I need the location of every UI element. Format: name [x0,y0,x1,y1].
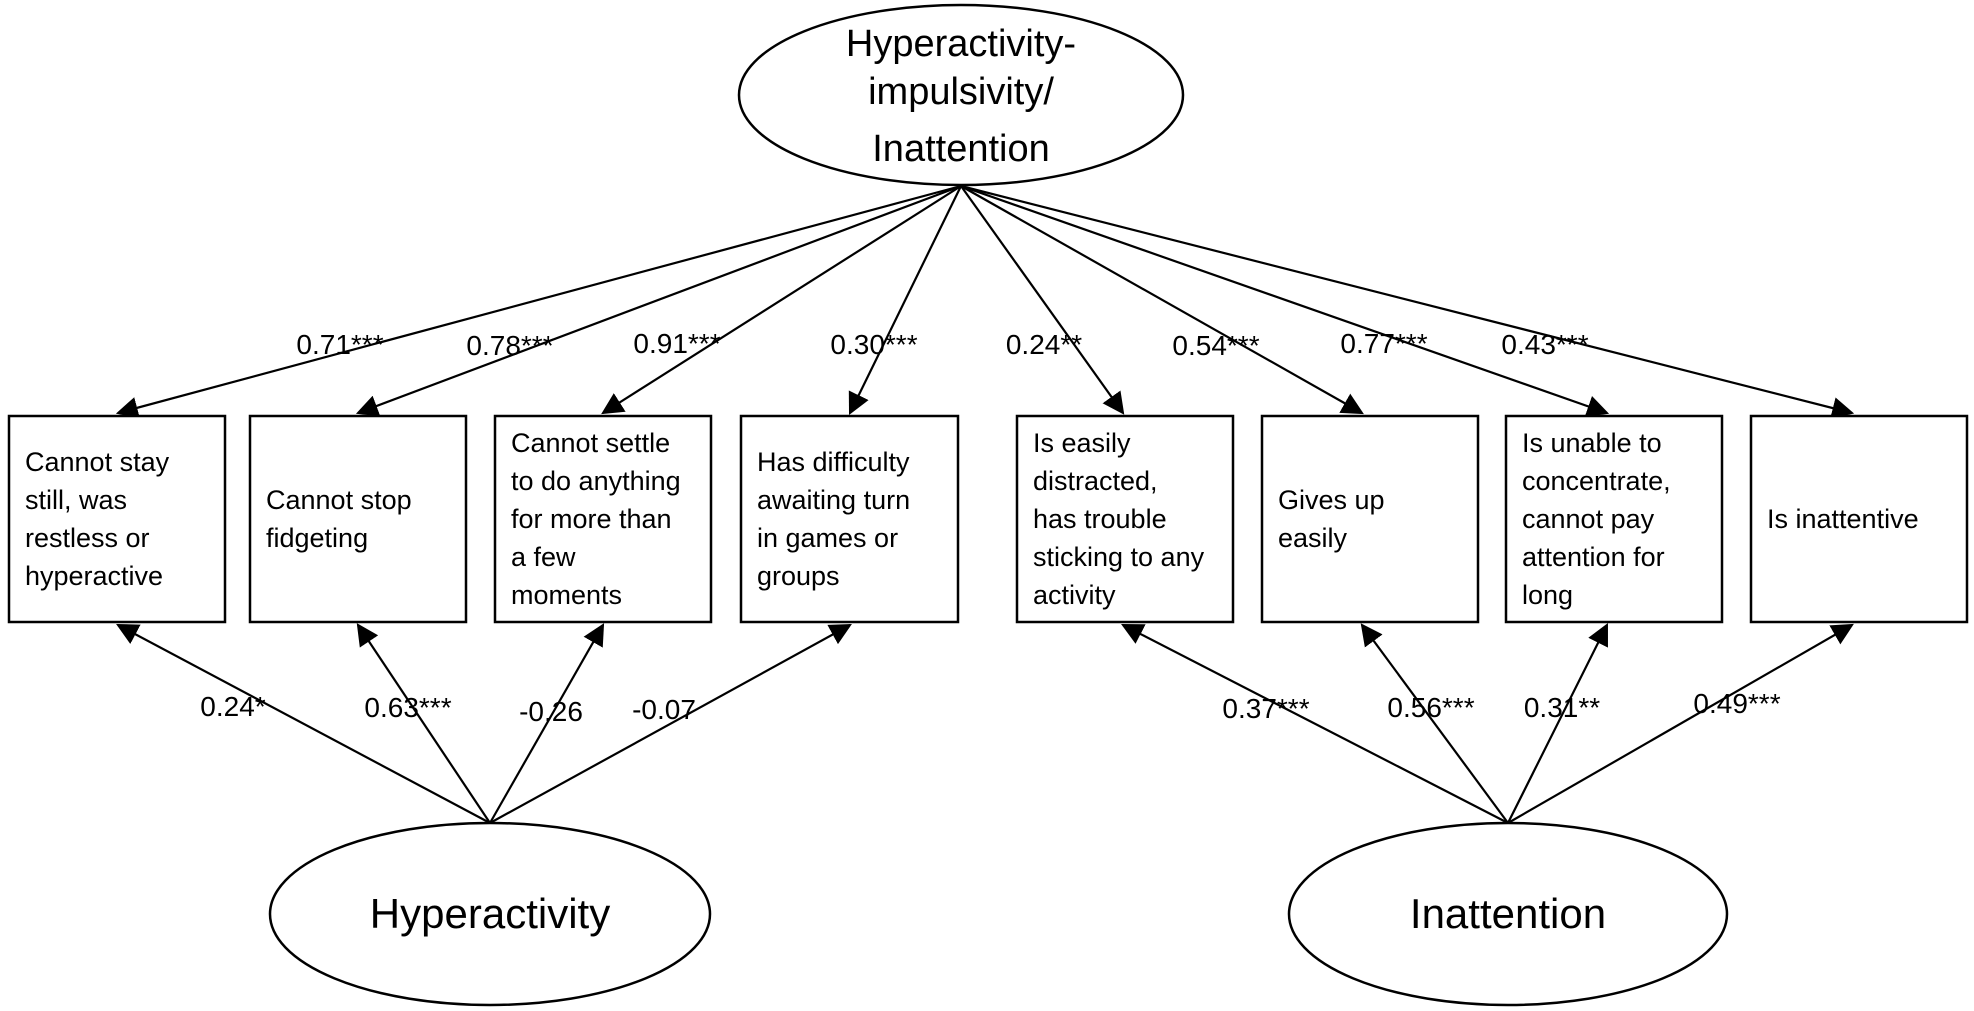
general-loading-label-3: 0.91*** [633,328,720,359]
inattention-loading-label-2: 0.56*** [1387,692,1474,723]
hyperactivity-loading-arrow-1 [116,623,491,824]
item-distracted-text-line: sticking to any [1033,542,1205,572]
item-awaiting-turn-text-line: groups [757,561,840,591]
hyperactivity-loading-arrow-3 [489,623,605,824]
inattention-loading-arrow-1 [1121,623,1509,824]
inattention-factor-ellipse [1287,821,1729,1007]
item-settle-text-line: a few [511,542,576,572]
arrow-layer [115,184,1855,824]
item-gives-up-box [1260,414,1480,624]
item-settle-text-line: for more than [511,504,672,534]
inattention-factor-label: Inattention [1410,890,1606,937]
inattention-loading-label-1: 0.37*** [1222,693,1309,724]
hyperactivity-loading-arrow-4 [489,623,852,824]
general-loading-arrow-4 [848,185,962,415]
hyperactivity-factor-label: Hyperactivity [370,890,610,937]
item-concentrate-text-line: concentrate, [1522,466,1671,496]
item-gives-up-text-line: Gives up [1278,485,1385,515]
general-factor-ellipse [737,3,1185,187]
general-loading-label-8: 0.43*** [1501,329,1588,360]
item-restless-text-line: Cannot stay [25,447,170,477]
item-inattentive-text-line: Is inattentive [1767,504,1919,534]
item-concentrate-text-line: Is unable to [1522,428,1662,458]
item-awaiting-turn-text-line: in games or [757,523,898,553]
item-gives-up: Gives up easily [1260,414,1480,624]
item-awaiting-turn-text-line: awaiting turn [757,485,910,515]
item-settle: Cannot settle to do anything for more than… [493,414,713,624]
general-factor-label-line-1: Hyperactivity- [846,23,1076,65]
inattention-loading-arrow-2 [1360,623,1509,824]
item-distracted-text-line: Is easily [1033,428,1131,458]
inattention-loading-label-3: 0.31** [1524,692,1600,723]
item-restless: Cannot stay still, was restless or hyperact… [7,414,227,624]
general-factor: Hyperactivity- impulsivity/ Inattention [737,3,1185,187]
item-concentrate-text-line: long [1522,580,1573,610]
item-distracted-text-line: has trouble [1033,504,1167,534]
general-loading-label-4: 0.30*** [830,329,917,360]
general-loading-arrow-6 [960,185,1364,415]
item-fidgeting: Cannot stop fidgeting [248,414,468,624]
item-concentrate: Is unable to concentrate, cannot pay attent… [1504,414,1724,624]
general-loading-arrow-1 [115,184,962,419]
item-concentrate-box [1504,414,1724,624]
item-awaiting-turn: Has difficulty awaiting turn in games or gr… [739,414,960,624]
inattention-loading-arrow-4 [1507,623,1854,824]
general-loading-arrow-3 [601,185,962,415]
item-concentrate-text-line: attention for [1522,542,1665,572]
item-fidgeting-text-line: fidgeting [266,523,368,553]
general-loading-arrow-7 [960,184,1610,417]
item-restless-text-line: still, was [25,485,127,515]
item-settle-text-line: Cannot settle [511,428,670,458]
item-concentrate-text-line: cannot pay [1522,504,1655,534]
item-settle-box [493,414,713,624]
item-boxes: Cannot stay still, was restless or hyperact… [7,414,1969,624]
item-restless-text-line: restless or [25,523,150,553]
item-fidgeting-text-line: Cannot stop [266,485,412,515]
hyperactivity-loading-arrow-2 [356,623,491,824]
item-awaiting-turn-text-line: Has difficulty [757,447,910,477]
hyperactivity-loading-label-2: 0.63*** [364,692,451,723]
item-fidgeting-box [248,414,468,624]
general-factor-label-line-3: Inattention [872,128,1049,170]
item-restless-box [7,414,227,624]
inattention-loading-arrow-3 [1507,623,1608,824]
loading-labels: 0.71*** 0.78*** 0.91*** 0.30*** 0.24** 0.54**… [200,328,1780,727]
item-distracted-text-line: activity [1033,580,1116,610]
hyperactivity-loading-label-1: 0.24* [200,691,265,722]
item-gives-up-text-line: easily [1278,523,1348,553]
item-restless-text-line: hyperactive [25,561,163,591]
general-loading-label-1: 0.71*** [296,329,383,360]
hyperactivity-factor: Hyperactivity [268,821,712,1007]
general-loading-arrow-8 [960,184,1855,419]
item-settle-text-line: moments [511,580,622,610]
item-awaiting-turn-box [739,414,960,624]
general-loading-label-5: 0.24** [1006,329,1082,360]
hyperactivity-factor-ellipse [268,821,712,1007]
general-loading-arrow-5 [960,185,1125,415]
item-inattentive-box [1749,414,1969,624]
item-settle-text-line: to do anything [511,466,681,496]
inattention-loading-label-4: 0.49*** [1693,688,1780,719]
item-distracted: Is easily distracted, has trouble sticking … [1015,414,1235,624]
item-distracted-box [1015,414,1235,624]
general-loading-label-7: 0.77*** [1340,328,1427,359]
general-loading-label-2: 0.78*** [466,330,553,361]
hyperactivity-loading-label-4: -0.07 [632,694,696,725]
item-distracted-text-line: distracted, [1033,466,1158,496]
inattention-factor: Inattention [1287,821,1729,1007]
general-loading-label-6: 0.54*** [1172,330,1259,361]
hyperactivity-loading-label-3: -0.26 [519,696,583,727]
item-inattentive: Is inattentive [1749,414,1969,624]
general-factor-label-line-2: impulsivity/ [868,71,1054,113]
general-loading-arrow-2 [355,184,962,417]
